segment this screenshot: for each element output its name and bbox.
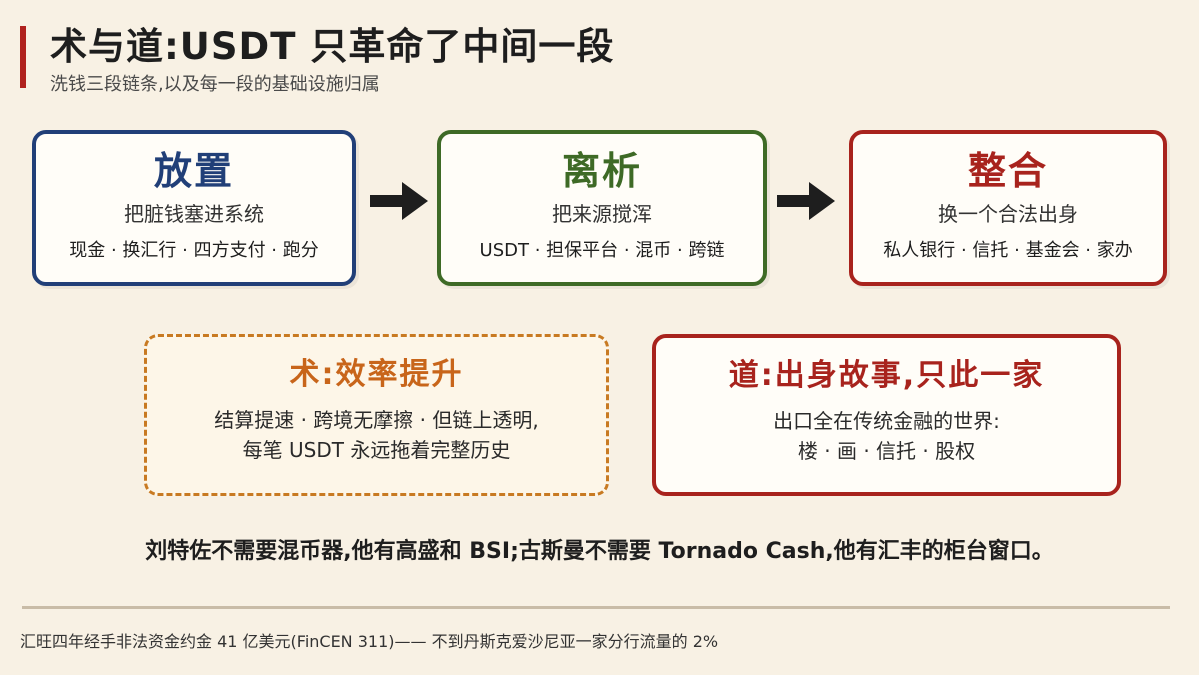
stage-tags: USDT · 担保平台 · 混币 · 跨链	[479, 240, 725, 261]
panel-line: 每笔 USDT 永远拖着完整历史	[242, 438, 511, 462]
page-subtitle: 洗钱三段链条,以及每一段的基础设施归属	[50, 74, 380, 95]
stage-description: 把来源搅浑	[552, 202, 652, 226]
arrow-right-icon	[370, 182, 428, 220]
panel-line: 楼 · 画 · 信托 · 股权	[797, 439, 976, 463]
stage-title: 放置	[153, 149, 234, 193]
stage-tags: 私人银行 · 信托 · 基金会 · 家办	[883, 240, 1133, 261]
stage-layering-card: 离析 把来源搅浑 USDT · 担保平台 · 混币 · 跨链	[437, 130, 767, 286]
stage-title: 整合	[967, 149, 1048, 193]
panel-title: 术:效率提升	[289, 357, 464, 392]
stage-description: 换一个合法出身	[938, 202, 1078, 226]
stage-placement-card: 放置 把脏钱塞进系统 现金 · 换汇行 · 四方支付 · 跑分	[32, 130, 356, 286]
arrow-right-icon	[777, 182, 835, 220]
stage-title: 离析	[561, 149, 642, 193]
stage-integration-card: 整合 换一个合法出身 私人银行 · 信托 · 基金会 · 家办	[849, 130, 1167, 286]
stage-description: 把脏钱塞进系统	[124, 202, 264, 226]
panel-title: 道:出身故事,只此一家	[728, 358, 1045, 393]
stage-tags: 现金 · 换汇行 · 四方支付 · 跑分	[69, 240, 319, 261]
panel-line: 结算提速 · 跨境无摩擦 · 但链上透明,	[214, 408, 539, 432]
page-title: 术与道:USDT 只革命了中间一段	[50, 25, 615, 68]
footer-divider	[22, 606, 1170, 609]
dao-panel: 道:出身故事,只此一家 出口全在传统金融的世界: 楼 · 画 · 信托 · 股权	[652, 334, 1121, 496]
technique-panel: 术:效率提升 结算提速 · 跨境无摩擦 · 但链上透明, 每笔 USDT 永远拖…	[144, 334, 609, 496]
key-quote: 刘特佐不需要混币器,他有高盛和 BSI;古斯曼不需要 Tornado Cash,…	[145, 539, 1054, 564]
title-accent-bar	[20, 26, 26, 88]
footnote: 汇旺四年经手非法资金约金 41 亿美元(FinCEN 311)—— 不到丹斯克爱…	[20, 632, 719, 651]
panel-line: 出口全在传统金融的世界:	[773, 409, 1000, 433]
